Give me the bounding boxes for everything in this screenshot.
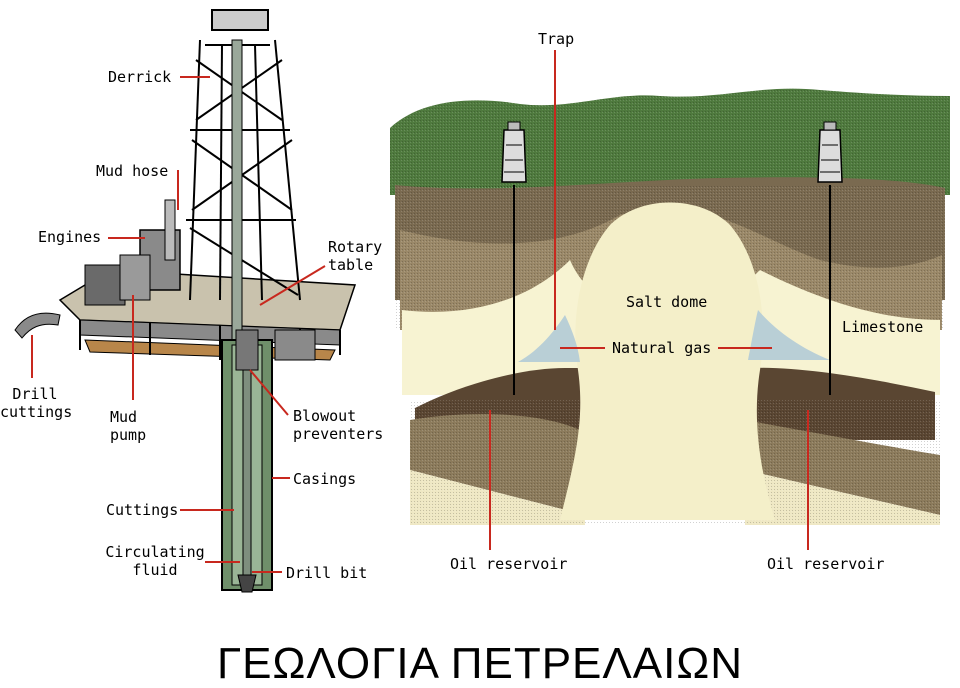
label-mud-hose: Mud hose [96,162,169,180]
label-circulating-fluid: Circulating fluid [105,543,205,579]
left-well [501,121,527,395]
label-drill-bit: Drill bit [286,564,368,582]
geology-leaders [489,50,809,550]
geology-cross-section [390,50,950,550]
rig-leaders [31,76,326,573]
label-derrick: Derrick [108,68,172,86]
page-title: ΓΕΩΛΟΓΙΑ ΠΕΤΡΕΛΑΙΩΝ [216,639,744,688]
label-rotary-table: Rotary table [328,238,383,274]
right-well [817,121,843,395]
derrick-tower [186,9,301,301]
label-engines: Engines [38,228,102,246]
diagram-artwork [14,9,950,593]
label-cuttings: Cuttings [106,501,179,519]
rig-machinery [84,199,316,361]
label-oil-reservoir-left: Oil reservoir [450,555,568,573]
label-mud-pump: Mud pump [110,408,147,444]
label-trap: Trap [538,30,575,48]
label-natural-gas: Natural gas [612,339,712,357]
salt-dome [560,202,775,520]
label-salt-dome: Salt dome [626,293,708,311]
label-casings: Casings [293,470,357,488]
drilling-rig [14,9,357,593]
label-drill-cuttings: Drill cuttings [0,385,73,421]
label-oil-reservoir-right: Oil reservoir [767,555,885,573]
label-blowout-preventers: Blowout preventers [293,407,384,443]
natural-gas-left [518,315,580,362]
label-limestone: Limestone [842,318,924,336]
well-bore [221,329,273,593]
